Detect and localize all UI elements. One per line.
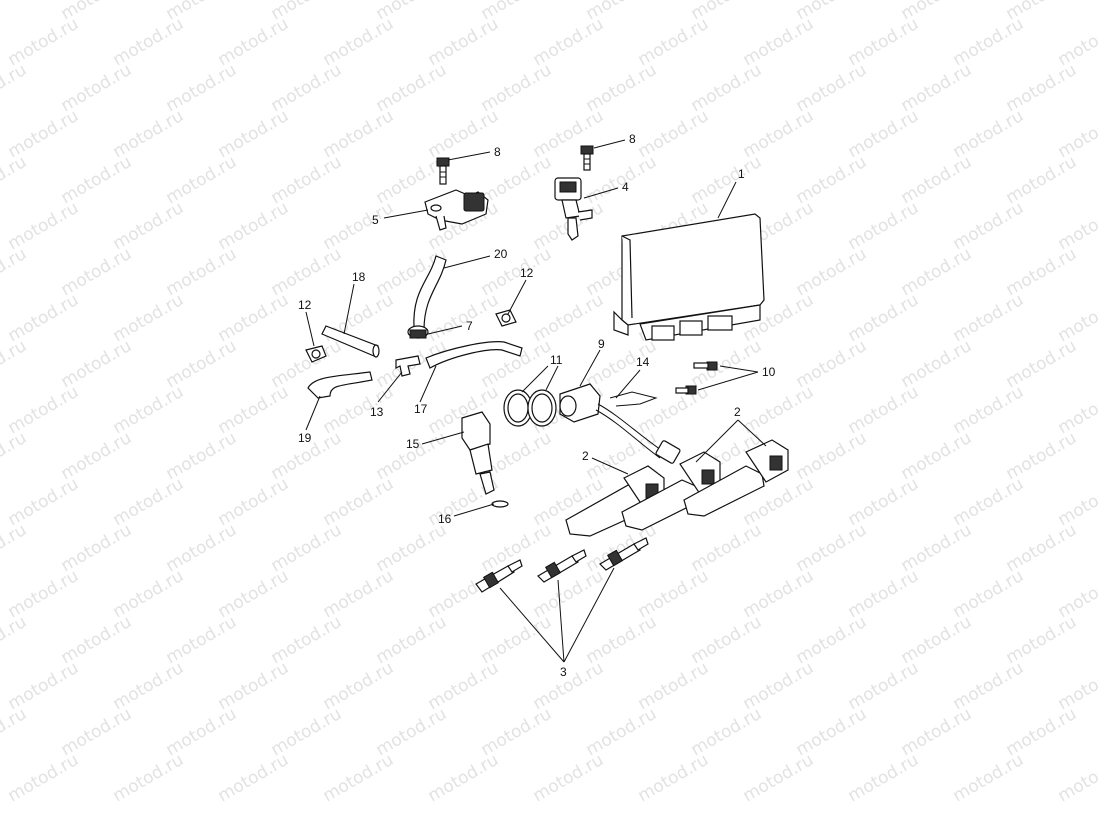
crank-sensor-9: [559, 383, 681, 464]
watermark-text: motod.ru: [1055, 198, 1098, 254]
watermark-text: motod.ru: [1055, 566, 1098, 622]
watermark-text: motod.ru: [0, 244, 30, 300]
clip-part-12-left: [305, 345, 327, 363]
watermark-text: motod.ru: [530, 750, 608, 806]
callout-2-right: 2: [734, 405, 741, 419]
hose-part-19: [307, 371, 373, 399]
callout-14: 14: [636, 355, 650, 369]
temperature-sensor-4: [554, 177, 593, 241]
t-piece-13: [395, 355, 421, 377]
bolt-part-8-right: [580, 145, 594, 171]
watermark-text: motod.ru: [215, 750, 293, 806]
o-rings-11: [503, 389, 557, 427]
watermark-text: motod.ru: [5, 750, 83, 806]
watermark-text: motod.ru: [1055, 290, 1098, 346]
sensor-part-15: [461, 411, 495, 495]
watermark-text: motod.ru: [1055, 382, 1098, 438]
callout-7: 7: [466, 319, 473, 333]
clip-part-12-right: [495, 309, 517, 327]
bolts-part-10: [675, 361, 718, 395]
watermark-text: motod.ru: [0, 60, 30, 116]
callout-8-left: 8: [494, 145, 501, 159]
ecu-module: [613, 213, 765, 341]
callout-8-right: 8: [629, 132, 636, 146]
callout-1: 1: [738, 167, 745, 181]
callout-3: 3: [560, 665, 567, 679]
watermark-text: motod.ru: [1055, 106, 1098, 162]
watermark-text: motod.ru: [1055, 474, 1098, 530]
callout-labels: 1 4 8 8 5 20 7 18 12 12 13 17 19 11 9 14…: [298, 132, 776, 679]
watermark-text: motod.ru: [0, 704, 30, 760]
watermark-text: motod.ru: [0, 336, 30, 392]
callout-17: 17: [414, 402, 428, 416]
callout-20: 20: [494, 247, 508, 261]
callout-4: 4: [622, 180, 629, 194]
leader-lines: [305, 139, 767, 663]
callout-13: 13: [370, 405, 384, 419]
callout-15: 15: [406, 437, 420, 451]
watermark-text: motod.ru: [0, 0, 30, 24]
watermark-text: motod.ru: [320, 750, 398, 806]
watermark-text: motod.ru: [425, 750, 503, 806]
callout-18: 18: [352, 270, 366, 284]
callout-10: 10: [762, 365, 776, 379]
ignition-coil-2: [621, 451, 721, 531]
ignition-coil-3: [683, 439, 789, 517]
watermark-text: motod.ru: [845, 750, 923, 806]
callout-5: 5: [372, 213, 379, 227]
spark-plug-3: [599, 537, 649, 571]
watermark-text: motod.ru: [1055, 14, 1098, 70]
callout-12-left: 12: [298, 298, 312, 312]
callout-2-left: 2: [582, 449, 589, 463]
watermark-text: motod.ru: [0, 152, 30, 208]
spark-plug-2: [537, 549, 587, 583]
watermark-text: motod.ru: [950, 750, 1028, 806]
clip-part-14: [609, 391, 658, 407]
watermark-text: motod.ru: [740, 750, 818, 806]
watermark-text: motod.ru: [0, 428, 30, 484]
watermark-text: motod.ru: [635, 750, 713, 806]
clamp-part-7: [407, 325, 429, 339]
map-sensor: [424, 189, 489, 231]
watermark-text: motod.ru: [1055, 658, 1098, 714]
watermark-text: motod.ru: [110, 750, 188, 806]
hose-part-18: [321, 325, 380, 358]
callout-9: 9: [598, 337, 605, 351]
watermark-text: motod.ru: [0, 612, 30, 668]
watermark-text: motod.ru: [1055, 750, 1098, 806]
hose-part-17: [425, 341, 523, 369]
callout-12-right: 12: [520, 266, 534, 280]
spark-plug-1: [475, 559, 523, 593]
bolt-part-8-left: [436, 157, 450, 185]
watermark-text: motod.ru: [0, 520, 30, 576]
washer-part-16: [491, 500, 509, 508]
callout-19: 19: [298, 431, 312, 445]
callout-11: 11: [550, 353, 563, 367]
callout-16: 16: [438, 512, 452, 526]
